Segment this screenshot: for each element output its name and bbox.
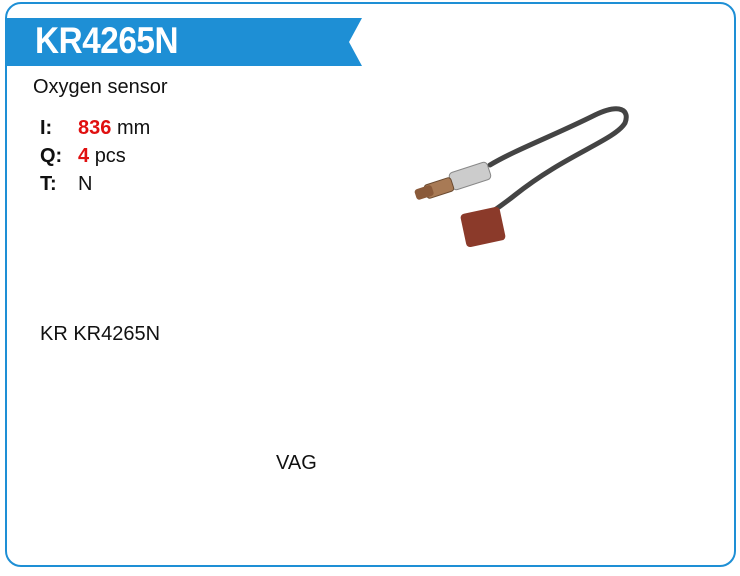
spec-value: 836: [78, 117, 112, 139]
spec-length: I: 836 mm: [40, 117, 150, 140]
spec-unit: mm: [116, 117, 151, 139]
oxygen-sensor-image: [405, 95, 635, 260]
part-number-title: KR4265N: [35, 20, 179, 61]
title-banner: [7, 18, 362, 66]
part-description: Oxygen sensor: [33, 76, 168, 98]
brand-part-line: KR KR4265N: [40, 323, 161, 345]
spec-unit: pcs: [94, 145, 126, 167]
spec-unit: N: [78, 173, 93, 195]
spec-key: T:: [40, 173, 57, 195]
vehicle-make: VAG: [276, 452, 317, 474]
spec-key: Q:: [40, 145, 63, 167]
spec-quantity: Q: 4 pcs: [40, 145, 126, 168]
spec-value: 4: [78, 145, 90, 167]
spec-key: I:: [40, 117, 53, 139]
spec-type: T: N: [40, 173, 92, 196]
card-frame: [5, 2, 736, 567]
banner-shape: [7, 18, 362, 66]
